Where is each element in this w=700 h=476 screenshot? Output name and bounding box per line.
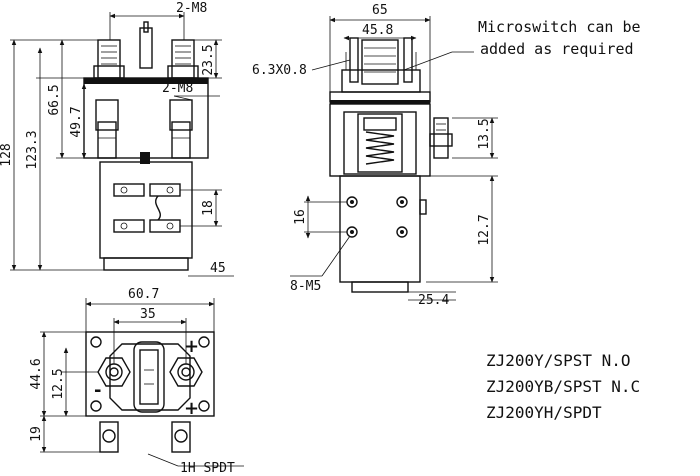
dim-side-inner: 45.8 [362, 23, 393, 38]
dim-side-height: 12.7 [477, 214, 492, 245]
svg-text:+: + [184, 398, 199, 419]
dim-height-49: 49.7 [69, 106, 84, 137]
side-upper-housing [329, 103, 431, 177]
front-coil-housing [99, 161, 193, 259]
side-center-stud [361, 39, 399, 85]
note-microswitch-line1: Microswitch can be [478, 18, 641, 36]
model-no: ZJ200Y/SPST N.O [486, 351, 631, 370]
dim-height-total: 128 [0, 143, 14, 166]
dim-side-stud: 13.5 [477, 118, 492, 149]
model-nc: ZJ200YB/SPST N.C [486, 377, 640, 396]
dim-top-height: 44.6 [29, 358, 44, 389]
model-list: ZJ200Y/SPST N.O ZJ200YB/SPST N.C ZJ200YH… [486, 351, 640, 422]
dim-aux-offset: 19 [29, 426, 44, 442]
dim-height-123: 123.3 [25, 130, 40, 169]
dim-stud-spacing: 35 [140, 307, 156, 322]
side-coil-housing [339, 175, 421, 283]
svg-text:+: + [184, 336, 199, 357]
top-stud-right [169, 357, 203, 387]
aux-switch-label: 1H SPDT [180, 461, 235, 476]
dim-hole-spacing: 16 [293, 209, 308, 225]
svg-text:-: - [94, 380, 101, 401]
dim-side-width: 65 [372, 3, 388, 18]
dim-top-thread: 2-M8 [176, 1, 207, 16]
dim-top-width: 60.7 [128, 287, 159, 302]
dim-aux-spacing: 18 [201, 200, 216, 216]
dim-height-66: 66.5 [47, 84, 62, 115]
model-spdt: ZJ200YH/SPDT [486, 403, 602, 422]
dim-top-offset: 12.5 [51, 368, 66, 399]
dim-stud-height: 23.5 [201, 44, 216, 75]
note-microswitch-line2: added as required [480, 40, 634, 58]
top-housing [85, 331, 215, 417]
dim-depth: 45 [210, 261, 226, 276]
side-spring [365, 131, 395, 165]
dim-spade-size: 6.3X0.8 [252, 63, 307, 78]
top-view: + + - 60.7 35 44.6 12.5 19 1H SPDT [29, 287, 244, 476]
dim-mid-thread: 2-M8 [162, 81, 193, 96]
front-view: 2-M8 23.5 2-M8 128 123.3 66.5 49.7 18 45 [0, 1, 234, 277]
front-spade-terminal [139, 27, 153, 69]
dim-mount-thread: 8-M5 [290, 279, 321, 294]
side-view: 65 45.8 6.3X0.8 Microswitch can be added… [252, 3, 641, 308]
dim-base-offset: 25.4 [418, 293, 449, 308]
